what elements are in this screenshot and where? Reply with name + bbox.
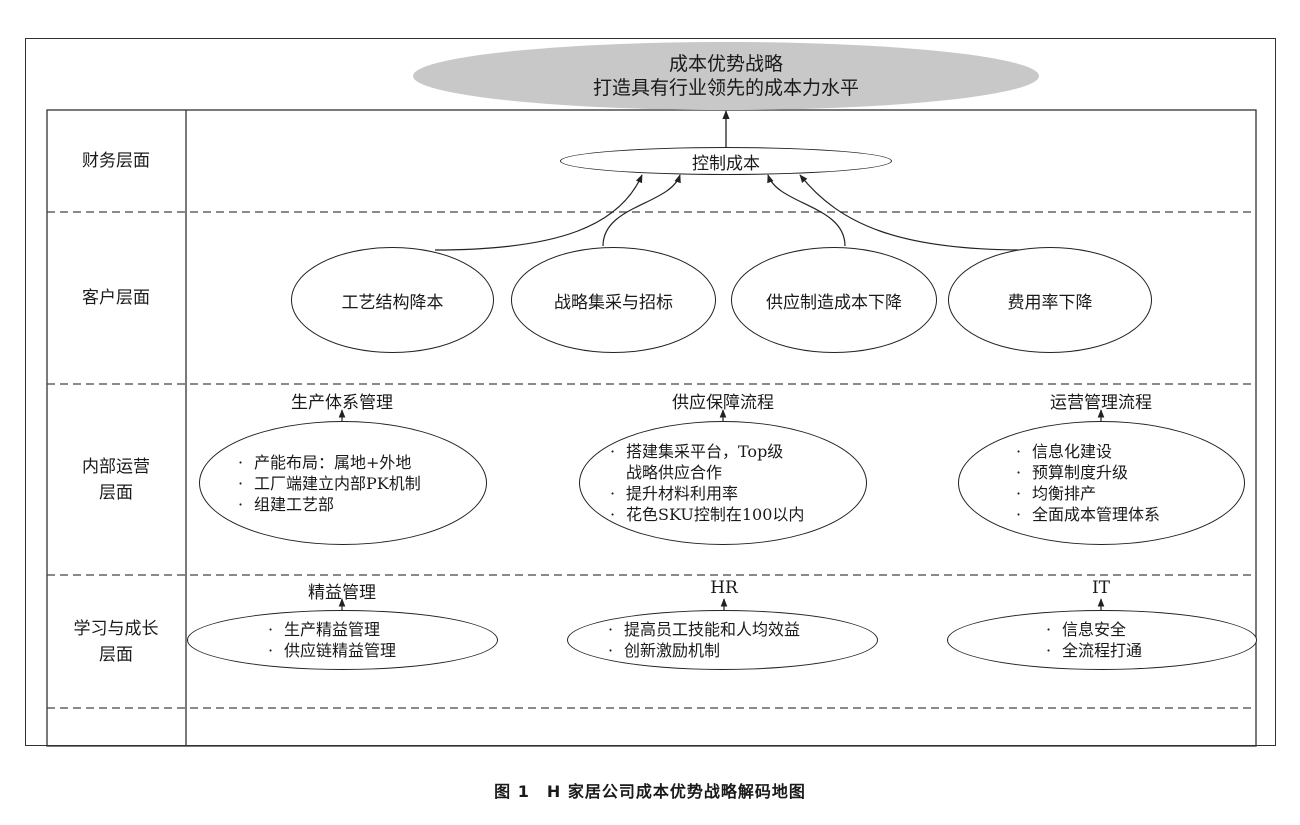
arrow-customer-1 [434, 174, 643, 251]
list-item: · 信息化建设 [1016, 441, 1160, 462]
internal-ellipse-1: · 产能布局：属地+外地 · 工厂端建立内部PK机制 · 组建工艺部 [199, 421, 487, 545]
goal-line-2: 打造具有行业领先的成本力水平 [592, 77, 859, 99]
list-item-text: 搭建集采平台，Top级 [626, 442, 784, 461]
layer-label-internal: 内部运营 层面 [47, 384, 185, 575]
finance-node-control-cost: 控制成本 [560, 147, 892, 175]
list-item: · 全面成本管理体系 [1016, 504, 1160, 525]
learning-group-title-2: HR [710, 578, 738, 598]
internal-ellipse-2: · 搭建集采平台，Top级 战略供应合作 · 提升材料利用率 · 花色SKU控制在10… [579, 421, 867, 545]
layer-label-text: 客户层面 [82, 288, 150, 308]
customer-node-text: 工艺结构降本 [341, 292, 444, 313]
list-item: · 花色SKU控制在100以内 [610, 504, 804, 525]
list-item: · 生产精益管理 [268, 619, 396, 640]
list-item-text: 预算制度升级 [1032, 463, 1129, 482]
internal-group-title-3: 运营管理流程 [1050, 393, 1152, 413]
customer-node-3: 供应制造成本下降 [731, 247, 937, 353]
customer-node-1: 工艺结构降本 [291, 247, 494, 353]
internal-group-title-1: 生产体系管理 [291, 393, 393, 413]
list-item: · 供应链精益管理 [268, 640, 396, 661]
internal-group-title-2: 供应保障流程 [672, 393, 774, 413]
list-item-text: 全流程打通 [1062, 641, 1143, 660]
list-item: · 均衡排产 [1016, 483, 1160, 504]
arrow-customer-3 [767, 174, 846, 247]
bullet: · [608, 641, 614, 660]
list-item-text: 组建工艺部 [254, 494, 335, 514]
list-item-text: 生产精益管理 [284, 620, 381, 639]
list-item: · 预算制度升级 [1016, 462, 1160, 483]
list-item: · 工厂端建立内部PK机制 [238, 473, 421, 494]
layer-label-text: 内部运营 [82, 456, 150, 477]
layer-label-text: 财务层面 [82, 151, 150, 171]
layer-label-text: 层面 [99, 644, 133, 665]
learning-ellipse-2: · 提高员工技能和人均效益 · 创新激励机制 [567, 610, 878, 670]
customer-node-text: 费用率下降 [1007, 292, 1093, 313]
bullet: · [1016, 442, 1022, 461]
list-item: · 产能布局：属地+外地 [238, 452, 421, 473]
customer-node-2: 战略集采与招标 [511, 247, 716, 353]
layer-label-learning: 学习与成长 层面 [47, 575, 185, 708]
list-item-text: 提升材料利用率 [626, 484, 739, 503]
inner-table-border [46, 109, 1257, 747]
list-item: · 信息安全 [1046, 619, 1142, 640]
layer-label-text: 学习与成长 [73, 618, 159, 639]
bullet: · [610, 442, 616, 461]
learning-group-title-1: 精益管理 [308, 583, 376, 603]
bullet: · [238, 473, 244, 493]
bullet: · [1046, 620, 1052, 639]
list-item: · 提高员工技能和人均效益 [608, 619, 800, 640]
list-item-text: 供应链精益管理 [284, 641, 397, 660]
bullet: · [610, 505, 616, 524]
list-item: · 全流程打通 [1046, 640, 1142, 661]
list-item-text: 战略供应合作 [626, 463, 723, 482]
list-item-text: 产能布局：属地+外地 [254, 452, 412, 472]
bullet: · [238, 494, 244, 514]
goal-line-1: 成本优势战略 [668, 53, 783, 75]
list-item-text: 信息化建设 [1032, 442, 1113, 461]
list-item: · 提升材料利用率 [610, 483, 804, 504]
figure-caption: 图 1 H 家居公司成本优势战略解码地图 [494, 782, 806, 801]
list-item: · 搭建集采平台，Top级 [610, 441, 804, 462]
layer-label-customer: 客户层面 [47, 212, 185, 384]
learning-ellipse-1: · 生产精益管理 · 供应链精益管理 [187, 610, 498, 670]
list-item-text: 均衡排产 [1032, 484, 1097, 503]
customer-node-text: 供应制造成本下降 [766, 292, 902, 313]
bullet: · [610, 484, 616, 503]
bullet: · [1016, 463, 1022, 482]
layer-label-text: 层面 [99, 482, 133, 503]
list-item: · 创新激励机制 [608, 640, 800, 661]
list-item-text: 工厂端建立内部PK机制 [254, 473, 421, 493]
customer-node-text: 战略集采与招标 [554, 292, 673, 313]
list-item-text: 花色SKU控制在100以内 [626, 505, 805, 524]
list-item-text: 提高员工技能和人均效益 [624, 620, 801, 639]
learning-ellipse-3: · 信息安全 · 全流程打通 [947, 610, 1257, 670]
bullet: · [608, 620, 614, 639]
list-item-text: 全面成本管理体系 [1032, 505, 1161, 524]
list-item: 战略供应合作 [610, 462, 804, 483]
strategy-goal-ellipse: 成本优势战略 打造具有行业领先的成本力水平 [413, 42, 1039, 110]
arrow-customer-4 [799, 174, 1026, 251]
list-item-text: 创新激励机制 [624, 641, 721, 660]
bullet: · [268, 641, 274, 660]
list-item: · 组建工艺部 [238, 494, 421, 515]
bullet: · [268, 620, 274, 639]
arrow-customer-2 [602, 174, 681, 247]
bullet: · [238, 452, 244, 472]
bullet: · [1016, 484, 1022, 503]
bullet: · [1016, 505, 1022, 524]
customer-node-4: 费用率下降 [948, 247, 1152, 353]
finance-node-text: 控制成本 [692, 153, 760, 174]
layer-label-finance: 财务层面 [47, 110, 185, 212]
internal-ellipse-3: · 信息化建设 · 预算制度升级 · 均衡排产 · 全面成本管理体系 [958, 421, 1245, 545]
learning-group-title-3: IT [1091, 578, 1111, 598]
list-item-text: 信息安全 [1062, 620, 1127, 639]
bullet: · [1046, 641, 1052, 660]
